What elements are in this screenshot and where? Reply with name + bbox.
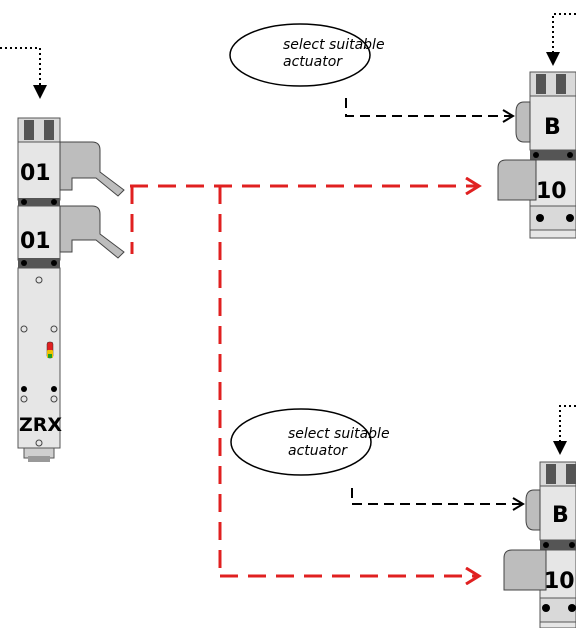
callout-top-line1: select suitable [283,37,385,53]
right-bottom-label-b: B [552,503,569,528]
base-label: ZRX [19,414,62,436]
actuator-head-top [515,101,531,143]
feed-arrowhead-left [33,85,47,99]
right-bottom-device: B 10 [503,405,576,628]
dotted-feed-arrow-left [0,47,41,92]
callout-arrow-bottom [351,488,525,511]
callout-bottom-line2: actuator [288,443,348,459]
zrx-base: ZRX [17,267,62,462]
callout-bubble-top [229,23,371,87]
switch-module-top: 01 [17,141,125,206]
actuator-lever-bottom [59,205,125,259]
module-top-label: 01 [20,161,51,186]
callout-arrow-top [345,98,515,123]
right-top-label-10: 10 [536,179,567,204]
callout-bottom: select suitable actuator [230,408,525,511]
callout-top-line2: actuator [283,54,343,70]
callout-bubble-bottom [230,408,372,476]
right-top-device: B 10 [497,13,576,239]
module-bottom-label: 01 [20,229,51,254]
right-top-label-b: B [544,115,561,140]
actuator-lever-top [59,141,125,197]
callout-top: select suitable actuator [229,23,515,123]
actuator-head-top-lower [497,159,537,201]
switch-module-bottom: 01 [17,205,125,268]
dotted-feed-arrow-right-top [552,13,576,56]
actuator-head-bottom [525,489,541,531]
left-device: 01 01 ZRX [0,47,125,462]
actuator-head-bottom-lower [503,549,547,591]
callout-bottom-line1: select suitable [288,426,390,442]
dotted-feed-arrow-right-bottom [559,405,576,444]
red-connections [130,186,478,576]
right-bottom-label-10: 10 [544,569,575,594]
